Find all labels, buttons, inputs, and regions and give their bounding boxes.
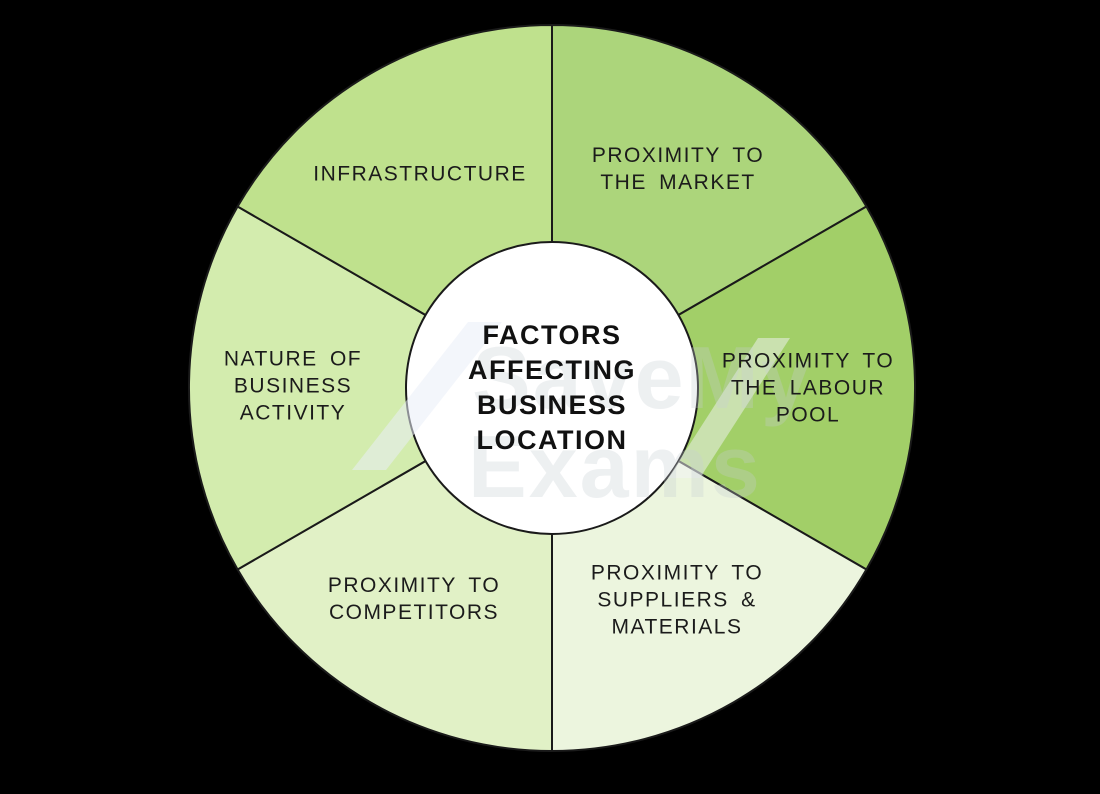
label-line: NATURE OF (223, 347, 363, 371)
segment-label-proximity-to-the-market: PROXIMITY TO THE MARKET (592, 142, 764, 196)
center-circle (405, 241, 699, 535)
title-line: FACTORS (482, 320, 622, 350)
watermark-text-line2: Exams (468, 417, 762, 516)
label-line: PROXIMITY TO (591, 144, 765, 167)
label-line: PROXIMITY TO (721, 349, 895, 373)
watermark-logo-chevron-icon (668, 338, 790, 478)
label-line: INFRASTRUCTURE (313, 162, 527, 186)
label-line: PROXIMITY TO (590, 561, 764, 585)
watermark-text-line1: SaveMy (472, 328, 812, 427)
title-line: AFFECTING (468, 355, 636, 385)
label-line: SUPPLIERS & (597, 588, 757, 612)
watermark: SaveMy Exams (352, 322, 812, 516)
label-line: THE LABOUR (730, 376, 886, 400)
label-line: THE MARKET (600, 171, 756, 194)
label-line: POOL (775, 403, 841, 427)
segment-label-proximity-to-competitors: PROXIMITY TO COMPETITORS (328, 572, 500, 626)
label-line: BUSINESS (233, 374, 353, 398)
label-line: MATERIALS (611, 615, 743, 639)
watermark-logo-chevron-icon (352, 322, 502, 470)
segment-label-infrastructure: INFRASTRUCTURE (313, 161, 527, 188)
label-line: ACTIVITY (239, 401, 347, 425)
label-line: PROXIMITY TO (327, 574, 501, 597)
segment-label-proximity-to-the-labour-pool: PROXIMITY TO THE LABOUR POOL (722, 348, 894, 429)
segment-label-proximity-to-suppliers-materials: PROXIMITY TO SUPPLIERS & MATERIALS (591, 560, 763, 641)
segment-wedge-nature-of-business-activity (187, 205, 553, 571)
diagram-title: FACTORS AFFECTING BUSINESS LOCATION (468, 318, 636, 458)
title-line: LOCATION (476, 425, 628, 455)
segment-label-nature-of-business-activity: NATURE OF BUSINESS ACTIVITY (224, 346, 362, 427)
label-line: COMPETITORS (328, 601, 500, 624)
title-line: BUSINESS (476, 390, 628, 420)
